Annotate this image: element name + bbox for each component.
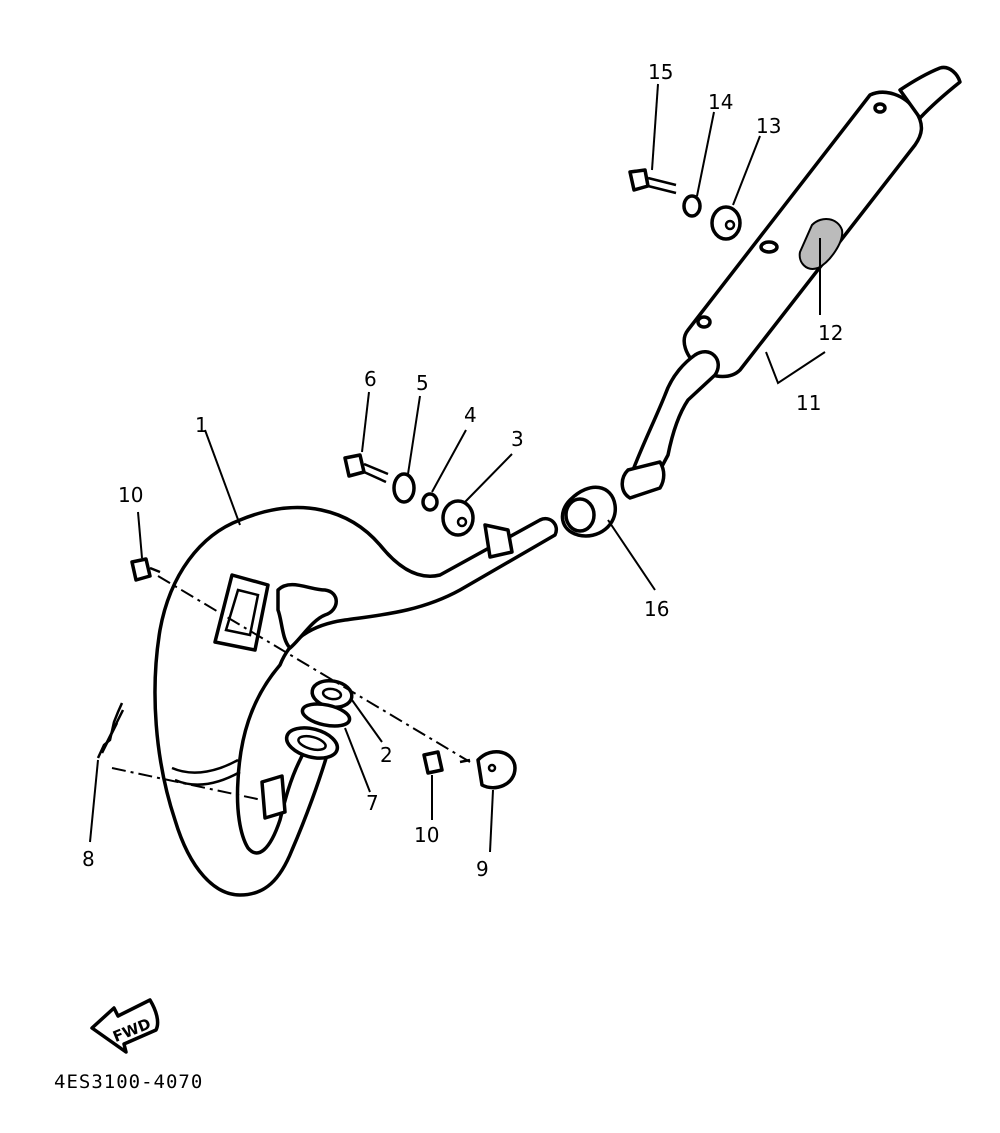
- leader-lines: [89, 83, 826, 853]
- exhaust-pipe-part-1: [153, 505, 558, 897]
- bolt-part-15: [628, 168, 677, 195]
- callout-1: 1: [195, 413, 208, 437]
- joint-part-16: [560, 485, 617, 538]
- bolt-part-10-lower: [422, 750, 444, 775]
- fwd-arrow-icon: FWD: [90, 998, 160, 1054]
- callout-4: 4: [464, 403, 477, 427]
- grommet-part-3: [441, 499, 475, 537]
- callout-labels: 1 2 3 4 5 6 7 8 9 10 10 11 12 13 14 15 1…: [82, 60, 843, 881]
- spring-part-8: [96, 702, 125, 759]
- callout-13: 13: [756, 114, 781, 138]
- callout-3: 3: [511, 427, 524, 451]
- collar-part-4: [421, 492, 439, 512]
- callout-2: 2: [380, 743, 393, 767]
- grommet-part-13: [710, 205, 742, 241]
- callout-9: 9: [476, 857, 489, 881]
- bracket-part-9: [459, 749, 517, 790]
- silencer-part-11: [620, 65, 962, 500]
- alignment-line-spring-8: [111, 767, 263, 801]
- callout-5: 5: [416, 371, 429, 395]
- diagram-code: 4ES3100-4070: [54, 1071, 203, 1093]
- callout-12: 12: [818, 321, 843, 345]
- callout-14: 14: [708, 90, 733, 114]
- callout-10-upper: 10: [118, 483, 143, 507]
- callout-8: 8: [82, 847, 95, 871]
- collar-part-14: [682, 194, 702, 218]
- callout-16: 16: [644, 597, 669, 621]
- callout-15: 15: [648, 60, 673, 84]
- bolt-part-6: [343, 453, 389, 484]
- callout-7: 7: [366, 791, 379, 815]
- washer-part-5: [392, 472, 416, 504]
- bolt-part-10-upper: [130, 557, 161, 582]
- callout-6: 6: [364, 367, 377, 391]
- o-ring-part-7: [300, 702, 352, 728]
- callout-11: 11: [796, 391, 821, 415]
- callout-10-lower: 10: [414, 823, 439, 847]
- alignment-line-bolt-10: [157, 575, 471, 763]
- flange-ring: [284, 726, 340, 760]
